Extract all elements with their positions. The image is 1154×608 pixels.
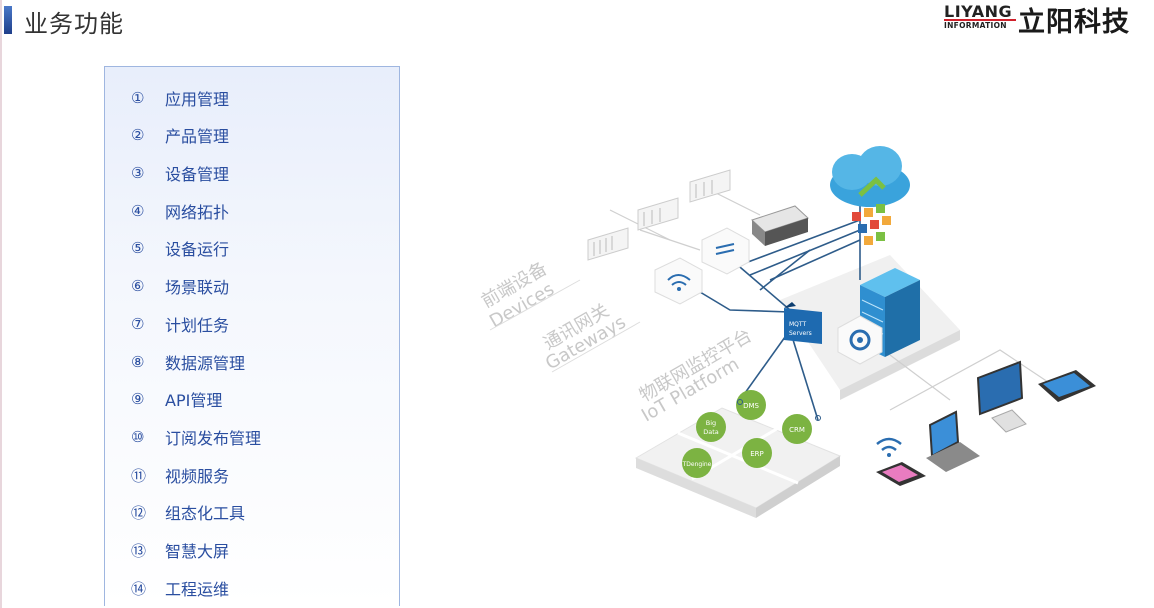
item-label: 组态化工具	[165, 504, 246, 523]
item-label: 网络拓扑	[165, 203, 230, 222]
item-label: 数据源管理	[165, 354, 246, 373]
mqtt-label-1: MQTT	[789, 321, 806, 328]
feature-item-device-operation: ⑤ 设备运行	[131, 236, 229, 260]
item-number: ⑤	[131, 239, 145, 257]
feature-item-network-topology: ④ 网络拓扑	[131, 199, 229, 223]
settings-gear-box	[837, 315, 883, 365]
item-number: ⑧	[131, 353, 145, 371]
feature-item-device-management: ③ 设备管理	[131, 161, 229, 185]
module-crm: CRM	[782, 414, 812, 444]
module-bigdata-label-1: Big	[706, 419, 716, 427]
item-label: 计划任务	[165, 316, 230, 335]
monitor-icon	[976, 360, 1027, 433]
feature-item-product-management: ② 产品管理	[131, 123, 229, 147]
item-number: ③	[131, 164, 145, 182]
mqtt-servers-badge: MQTT Servers	[784, 302, 822, 344]
module-platform	[634, 407, 842, 518]
item-label: API管理	[165, 391, 223, 410]
module-dms: DMS	[736, 390, 766, 420]
feature-item-smart-screen: ⑬ 智慧大屏	[131, 538, 229, 562]
item-number: ⑪	[131, 466, 147, 485]
feature-item-engineering-ops: ⑭ 工程运维	[131, 576, 229, 600]
logo-chinese: 立阳科技	[1018, 7, 1130, 38]
logo-english: LIYANG	[944, 2, 1013, 21]
gateway-wifi-box	[654, 257, 703, 305]
item-label: 应用管理	[165, 90, 230, 109]
cloud-icon	[830, 146, 910, 207]
app-cubes	[852, 204, 891, 245]
feature-item-app-management: ① 应用管理	[131, 86, 229, 110]
page-title: 业务功能	[24, 10, 124, 38]
module-erp: ERP	[742, 438, 772, 468]
item-label: 工程运维	[165, 580, 230, 599]
item-label: 场景联动	[165, 278, 230, 297]
phone-icon	[876, 437, 926, 486]
mqtt-label-2: Servers	[789, 330, 812, 337]
item-number: ②	[131, 126, 145, 144]
feature-item-scene-linkage: ⑥ 场景联动	[131, 274, 229, 298]
item-number: ⑦	[131, 315, 145, 333]
item-number: ④	[131, 202, 145, 220]
module-bigdata: Big Data	[696, 412, 726, 442]
item-label: 设备管理	[165, 165, 230, 184]
item-number: ⑬	[131, 541, 147, 560]
item-number: ①	[131, 89, 145, 107]
feature-item-datasource-management: ⑧ 数据源管理	[131, 350, 245, 374]
module-tdengine: TDengine	[682, 448, 712, 478]
server-box	[751, 205, 809, 246]
laptop-icon	[926, 410, 980, 472]
module-bigdata-label-2: Data	[703, 428, 719, 436]
item-number: ⑩	[131, 428, 145, 446]
device-rack-1	[587, 227, 629, 261]
iot-architecture-diagram: MQTT Servers DMS Big Data CRM ERP TDengi…	[478, 146, 1096, 518]
item-number: ⑫	[131, 503, 147, 522]
feature-item-api-management: ⑨ API管理	[131, 387, 222, 411]
logo-underline	[944, 19, 1016, 21]
item-label: 设备运行	[165, 240, 230, 259]
feature-item-scheduled-tasks: ⑦ 计划任务	[131, 312, 229, 336]
module-dms-label: DMS	[743, 402, 759, 410]
gateway-router-box	[701, 227, 750, 275]
item-label: 智慧大屏	[165, 542, 230, 561]
item-label: 视频服务	[165, 467, 230, 486]
module-erp-label: ERP	[750, 450, 764, 458]
item-number: ⑨	[131, 390, 145, 408]
tablet-icon	[1038, 370, 1096, 402]
module-crm-label: CRM	[789, 426, 805, 434]
title-accent-bar	[4, 6, 12, 34]
item-number: ⑭	[131, 579, 147, 598]
item-number: ⑥	[131, 277, 145, 295]
company-logo: LIYANG INFORMATION 立阳科技	[944, 2, 1144, 38]
left-edge-line	[0, 0, 2, 608]
feature-item-video-service: ⑪ 视频服务	[131, 463, 229, 487]
device-rack-3	[689, 169, 731, 203]
device-rack-2	[637, 197, 679, 231]
feature-list-panel: ① 应用管理 ② 产品管理 ③ 设备管理 ④ 网络拓扑 ⑤ 设备运行 ⑥ 场景联…	[104, 66, 400, 606]
module-tdengine-label: TDengine	[682, 461, 712, 468]
feature-item-pubsub-management: ⑩ 订阅发布管理	[131, 425, 261, 449]
feature-item-configuration-tool: ⑫ 组态化工具	[131, 500, 245, 524]
logo-english-sub: INFORMATION	[944, 21, 1007, 30]
item-label: 订阅发布管理	[165, 429, 262, 448]
item-label: 产品管理	[165, 127, 230, 146]
